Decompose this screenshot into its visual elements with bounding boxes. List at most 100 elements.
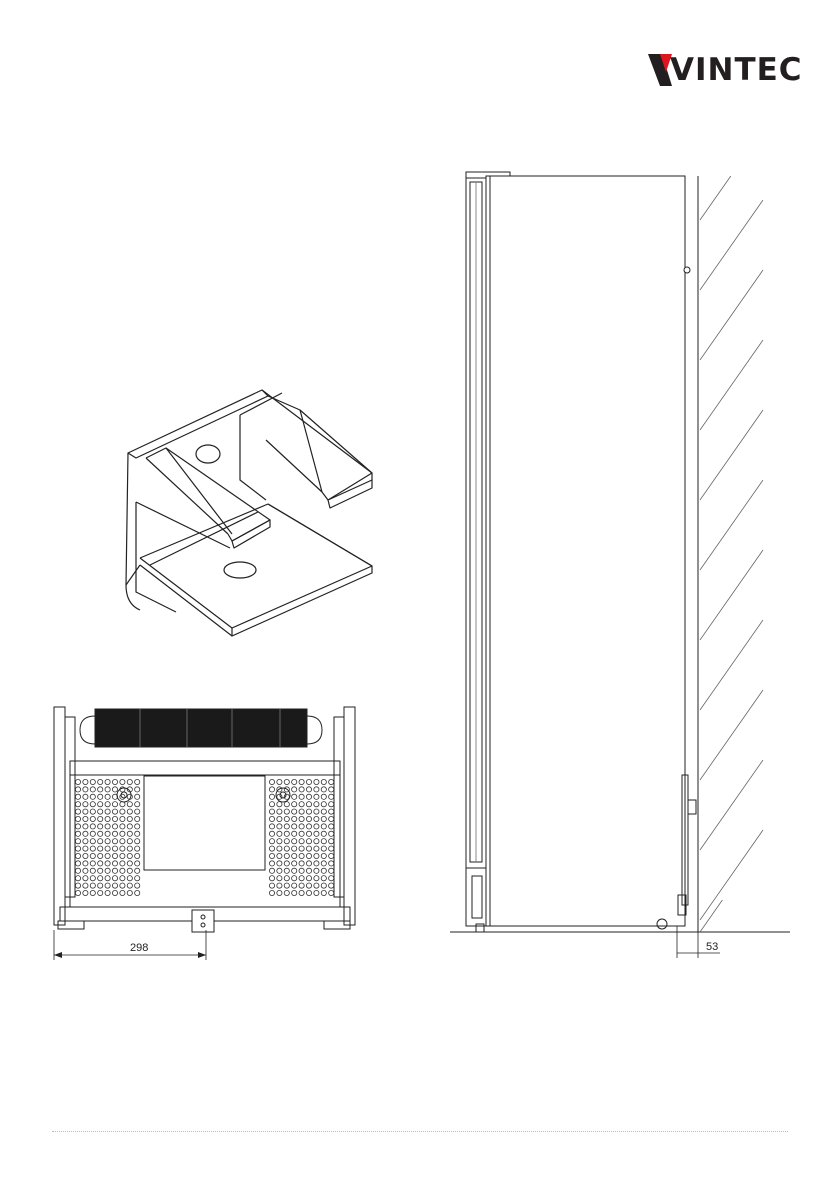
vent-hole: [321, 809, 326, 814]
vent-hole: [292, 876, 297, 881]
vent-hole: [105, 883, 110, 888]
vent-hole: [105, 846, 110, 851]
vent-hole: [75, 861, 80, 866]
vent-hole: [329, 876, 334, 881]
vent-hole: [321, 802, 326, 807]
vent-hole: [105, 779, 110, 784]
vent-holes-right: [269, 779, 333, 895]
vent-hole: [299, 787, 304, 792]
vent-hole: [314, 883, 319, 888]
vent-hole: [306, 876, 311, 881]
vent-hole: [105, 839, 110, 844]
vent-hole: [98, 890, 103, 895]
vent-hole: [98, 802, 103, 807]
vent-hole: [284, 824, 289, 829]
vent-hole: [314, 824, 319, 829]
vent-hole: [112, 883, 117, 888]
vent-hole: [306, 861, 311, 866]
vent-hole: [112, 846, 117, 851]
vent-hole: [90, 779, 95, 784]
vent-hole: [314, 794, 319, 799]
vent-hole: [284, 876, 289, 881]
vent-hole: [269, 883, 274, 888]
hatch-line: [700, 176, 731, 220]
vent-hole: [269, 839, 274, 844]
vent-hole: [127, 809, 132, 814]
vent-hole: [135, 787, 140, 792]
vent-hole: [127, 846, 132, 851]
vent-hole: [269, 876, 274, 881]
vent-hole: [90, 868, 95, 873]
vent-hole: [321, 846, 326, 851]
vent-hole: [284, 868, 289, 873]
vent-hole: [75, 787, 80, 792]
vent-hole: [269, 853, 274, 858]
vent-hole: [299, 876, 304, 881]
vent-hole: [135, 890, 140, 895]
hatch-line: [700, 480, 763, 570]
vent-hole: [83, 831, 88, 836]
vent-hole: [83, 883, 88, 888]
vent-hole: [105, 794, 110, 799]
dimension-label-width: 298: [130, 942, 148, 954]
vent-hole: [105, 802, 110, 807]
vent-hole: [306, 824, 311, 829]
vent-hole: [90, 853, 95, 858]
vent-hole: [314, 839, 319, 844]
vent-hole: [127, 831, 132, 836]
vent-hole: [292, 861, 297, 866]
vent-hole: [120, 809, 125, 814]
vent-hole: [299, 890, 304, 895]
vent-hole: [83, 816, 88, 821]
vent-hole: [284, 779, 289, 784]
vent-hole: [83, 868, 88, 873]
vent-hole: [120, 868, 125, 873]
vent-hole: [314, 890, 319, 895]
vent-hole: [269, 809, 274, 814]
vent-hole: [75, 839, 80, 844]
vent-hole: [90, 861, 95, 866]
vent-hole: [83, 853, 88, 858]
vent-hole: [135, 868, 140, 873]
vent-hole: [135, 816, 140, 821]
vent-hole: [135, 853, 140, 858]
vent-hole: [329, 883, 334, 888]
vent-hole: [321, 868, 326, 873]
vent-hole: [292, 890, 297, 895]
vent-hole: [75, 846, 80, 851]
vent-hole: [321, 839, 326, 844]
vent-hole: [75, 816, 80, 821]
vent-hole: [269, 824, 274, 829]
vent-hole: [90, 883, 95, 888]
vent-hole: [284, 861, 289, 866]
vent-hole: [135, 876, 140, 881]
vent-hole: [127, 779, 132, 784]
vent-hole: [314, 876, 319, 881]
vent-hole: [75, 876, 80, 881]
vent-hole: [135, 861, 140, 866]
vent-hole: [284, 883, 289, 888]
vent-hole: [299, 816, 304, 821]
vent-hole: [90, 794, 95, 799]
vent-hole: [75, 779, 80, 784]
vent-hole: [83, 787, 88, 792]
vent-hole: [135, 802, 140, 807]
vent-hole: [292, 809, 297, 814]
vent-hole: [112, 816, 117, 821]
vent-hole: [277, 809, 282, 814]
vent-hole: [83, 802, 88, 807]
vent-hole: [120, 890, 125, 895]
vent-hole: [314, 802, 319, 807]
vent-hole: [299, 809, 304, 814]
vent-hole: [75, 824, 80, 829]
vent-hole: [306, 816, 311, 821]
vent-hole: [284, 890, 289, 895]
vent-hole: [277, 868, 282, 873]
vent-holes-left: [75, 779, 139, 895]
vent-hole: [120, 824, 125, 829]
vent-hole: [314, 861, 319, 866]
footer-divider: [52, 1131, 788, 1132]
vent-hole: [135, 883, 140, 888]
vent-hole: [98, 876, 103, 881]
